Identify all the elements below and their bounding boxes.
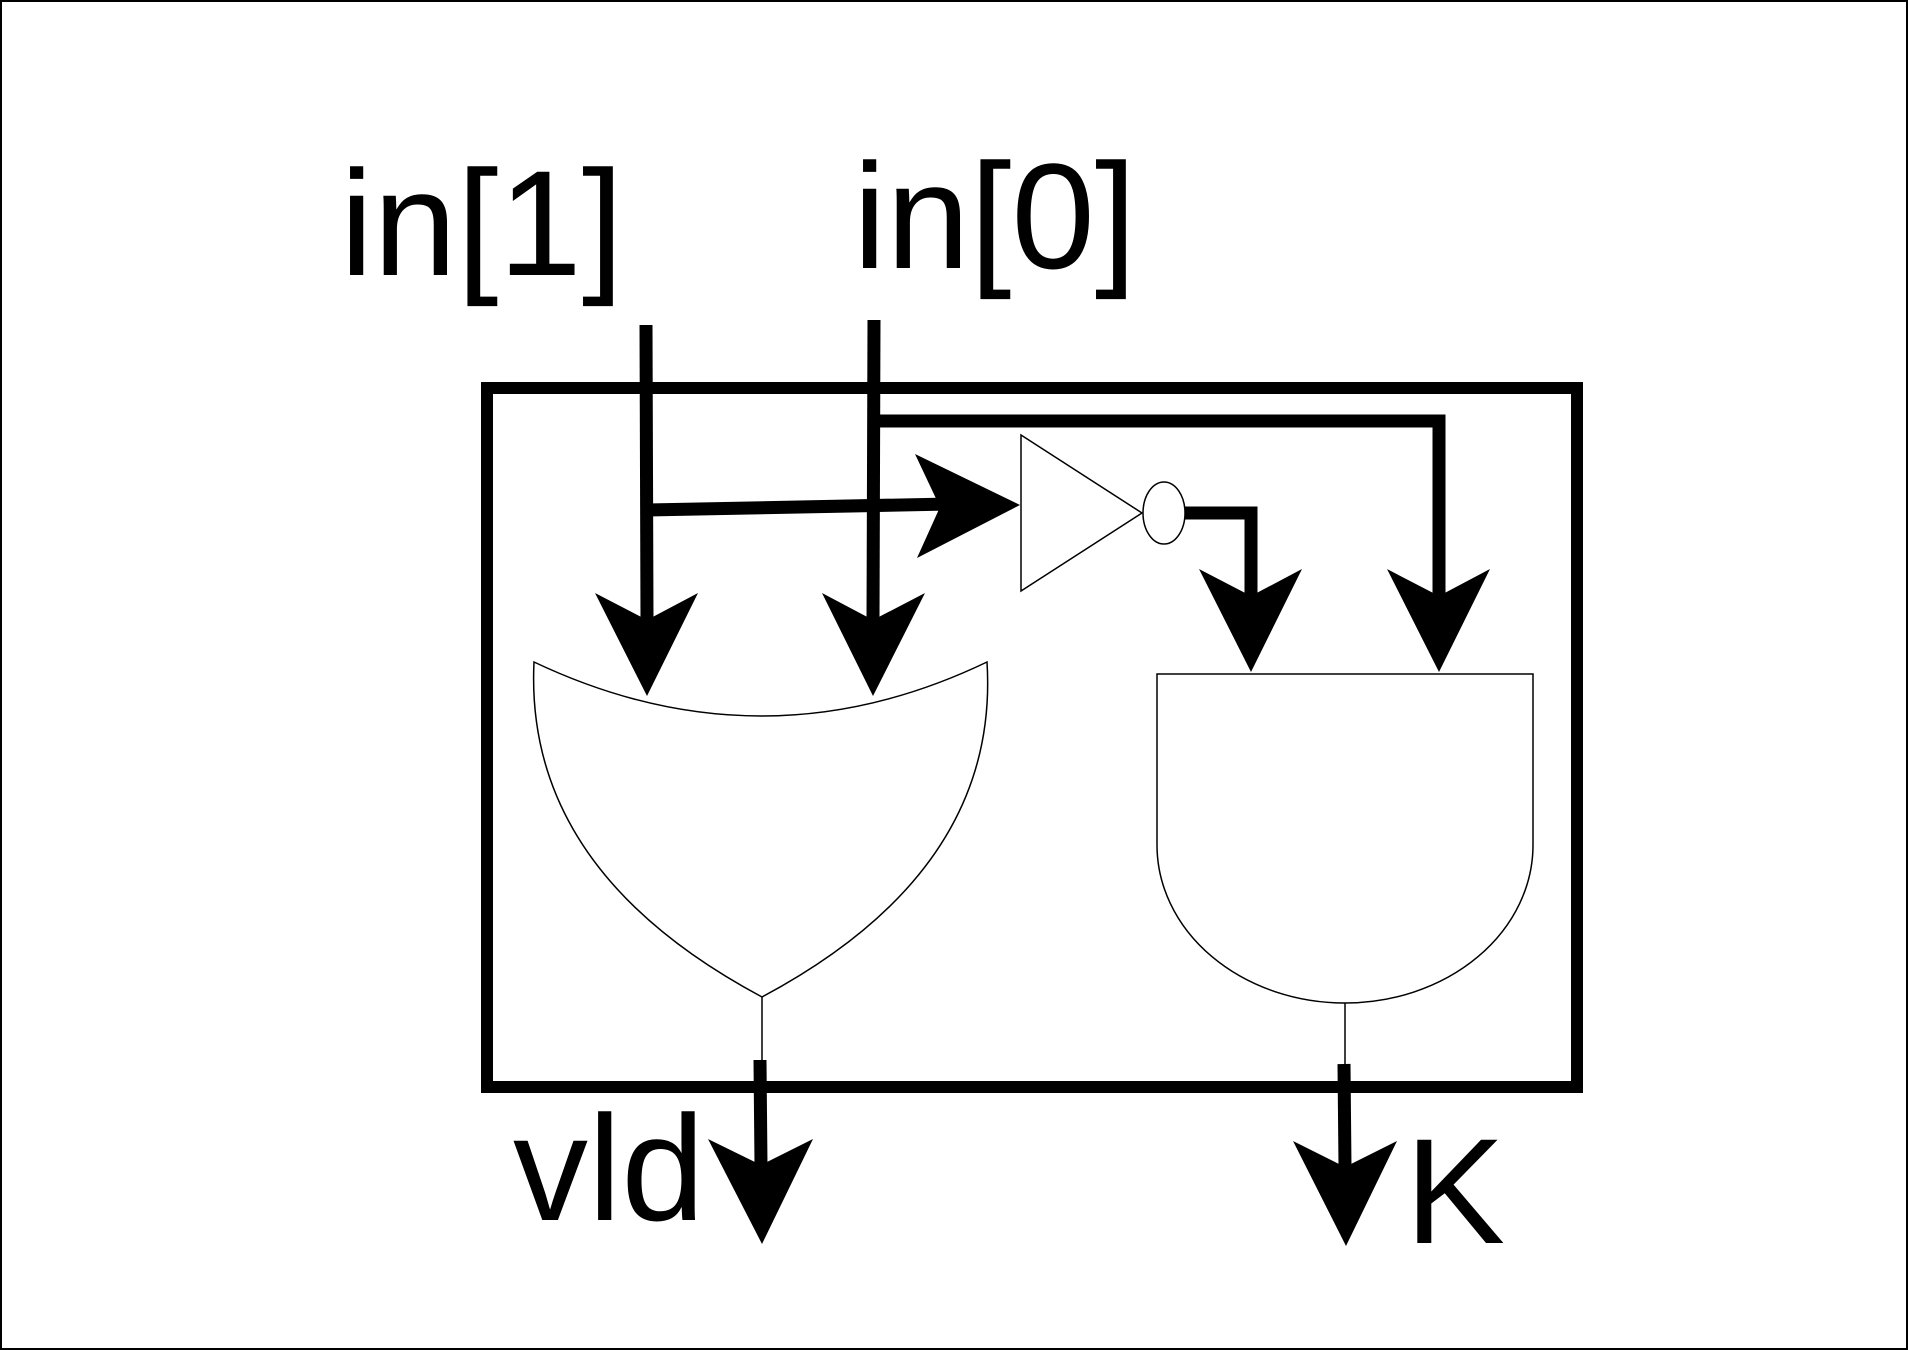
- arrowhead-in1-or: [595, 593, 698, 696]
- input-label-in0: in[0]: [853, 132, 1137, 300]
- input-label-in1: in[1]: [340, 139, 624, 307]
- wire-vld-output: [753, 1059, 768, 1166]
- arrowhead-vld: [708, 1139, 813, 1244]
- inversion-bubble: [1142, 481, 1186, 545]
- arrowhead-k: [1293, 1141, 1397, 1246]
- module-boundary: [481, 382, 1583, 1093]
- wire-in0-to-and: [874, 414, 1446, 596]
- arrowhead-not-and: [1199, 569, 1302, 672]
- arrowhead-in0-or: [822, 593, 925, 696]
- not-gate: [1020, 433, 1144, 593]
- arrowhead-in1-not: [915, 454, 1020, 558]
- arrowhead-in0-and: [1387, 569, 1490, 672]
- wire-in1-to-not: [646, 497, 951, 517]
- or-gate: [532, 660, 989, 998]
- and-gate: [1156, 673, 1534, 1004]
- wire-in1-to-or: [639, 324, 654, 621]
- output-label-k: K: [1405, 1107, 1505, 1275]
- wire-k-output: [1337, 1063, 1352, 1168]
- wire-not-to-and: [1185, 506, 1258, 596]
- output-label-vld: vld: [513, 1084, 705, 1252]
- wire-in0-to-or: [866, 319, 881, 621]
